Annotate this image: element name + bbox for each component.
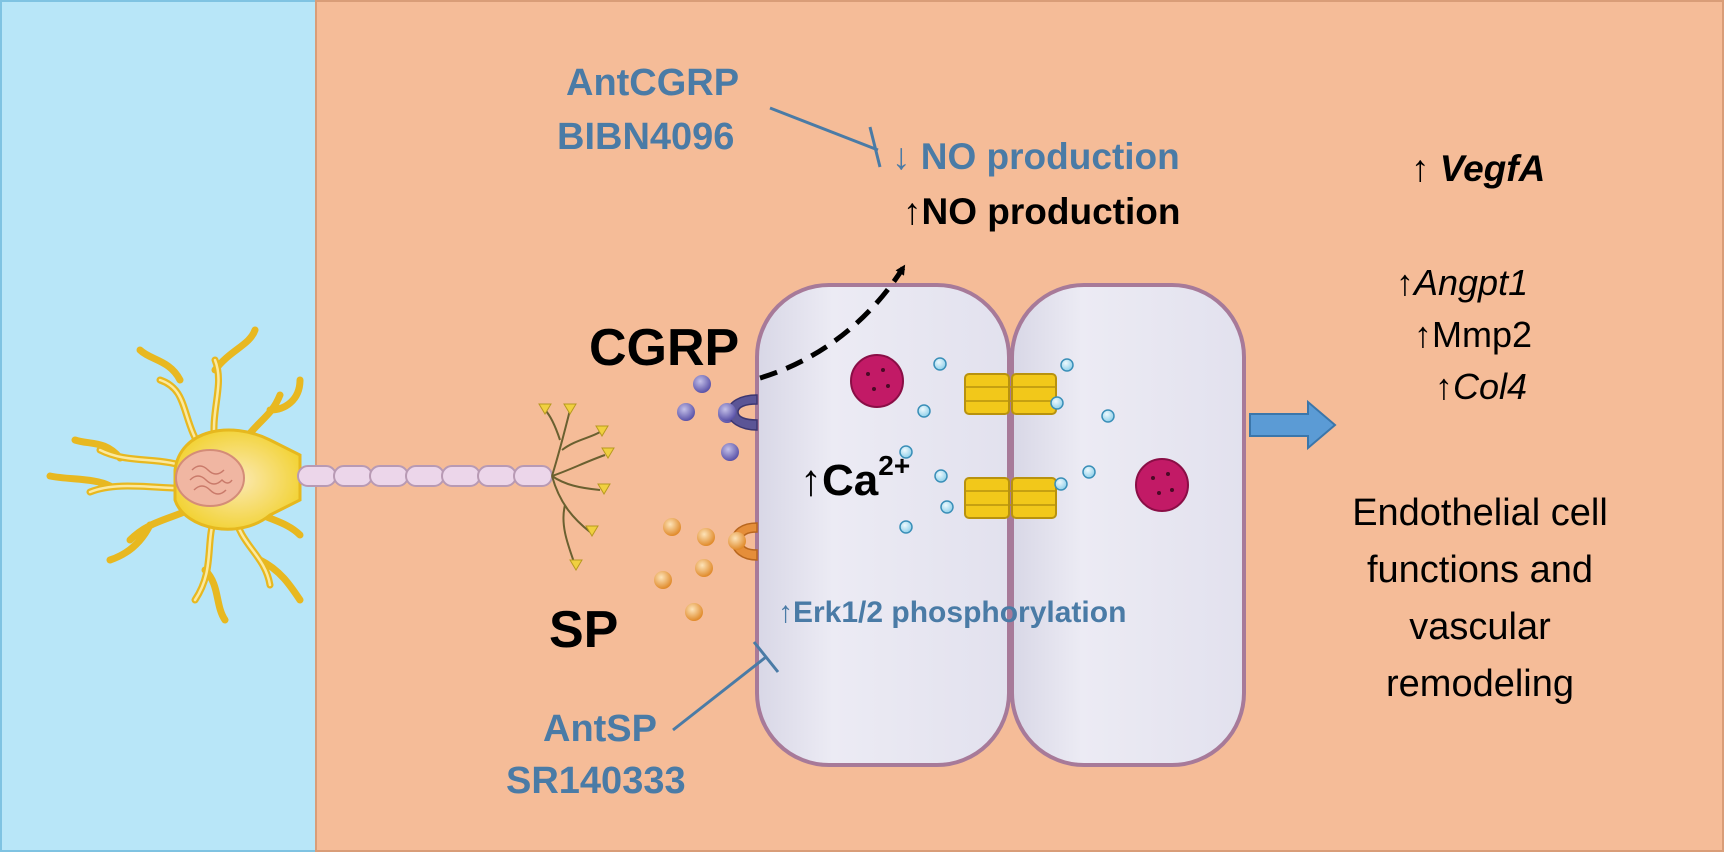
nucleus-icon (850, 354, 904, 408)
erk-label: ↑Erk1/2 phosphorylation (778, 596, 1127, 629)
calcium-charge: 2+ (878, 450, 911, 481)
outcome-line: remodeling (1386, 663, 1574, 705)
calcium-symbol: Ca (822, 456, 879, 505)
cgrp-receptor-icon (718, 394, 758, 431)
outcome-line: vascular (1409, 606, 1551, 648)
sr140333-label: SR140333 (506, 760, 686, 802)
sp-receptor-icon (728, 522, 758, 561)
antcgrp-inhibition-line (769, 106, 882, 168)
axon (297, 465, 553, 487)
gap-junction-channel-icon (964, 373, 1057, 415)
bibn4096-label: BIBN4096 (557, 116, 735, 158)
outcome-text: Endothelial cell functions and vascular … (1320, 485, 1640, 713)
calcium-label: ↑Ca2+ (800, 452, 910, 503)
no-increase-label: ↑NO production (903, 191, 1181, 232)
neuron-icon (46, 326, 304, 624)
nucleus-icon (1135, 458, 1189, 512)
gene-mmp2: ↑Mmp2 (1414, 314, 1533, 355)
sp-molecules (654, 518, 715, 621)
right-arrow-icon (1249, 399, 1337, 451)
vegfa-name: VegfA (1439, 148, 1546, 189)
angpt1-name: Angpt1 (1414, 262, 1529, 303)
outcome-line: Endothelial cell (1352, 492, 1608, 534)
gap-junction-channel-icon (964, 477, 1057, 519)
left-panel (0, 0, 317, 852)
cgrp-label: CGRP (589, 319, 740, 377)
angpt1-arrow: ↑ (1396, 262, 1414, 303)
sp-label: SP (549, 601, 619, 659)
gene-vegfa: ↑ VegfA (1411, 150, 1545, 187)
no-decrease-label: ↓ NO production (892, 136, 1180, 177)
endothelial-cell-right (1010, 283, 1246, 767)
antsp-inhibition-line (672, 641, 780, 732)
gene-col4: ↑Col4 (1435, 369, 1527, 405)
calcium-ion-icon (899, 357, 1115, 534)
col4-arrow: ↑ (1435, 366, 1453, 407)
antcgrp-label: AntCGRP (566, 62, 740, 104)
outcome-line: functions and (1366, 549, 1594, 591)
cgrp-to-no-arrow (759, 264, 906, 381)
calcium-arrow: ↑ (800, 456, 822, 505)
gene-angpt1: ↑Angpt1 (1396, 265, 1528, 301)
col4-name: Col4 (1453, 366, 1528, 407)
antsp-label: AntSP (543, 708, 657, 750)
vegfa-arrow: ↑ (1411, 148, 1430, 189)
axon-terminals (538, 403, 615, 571)
